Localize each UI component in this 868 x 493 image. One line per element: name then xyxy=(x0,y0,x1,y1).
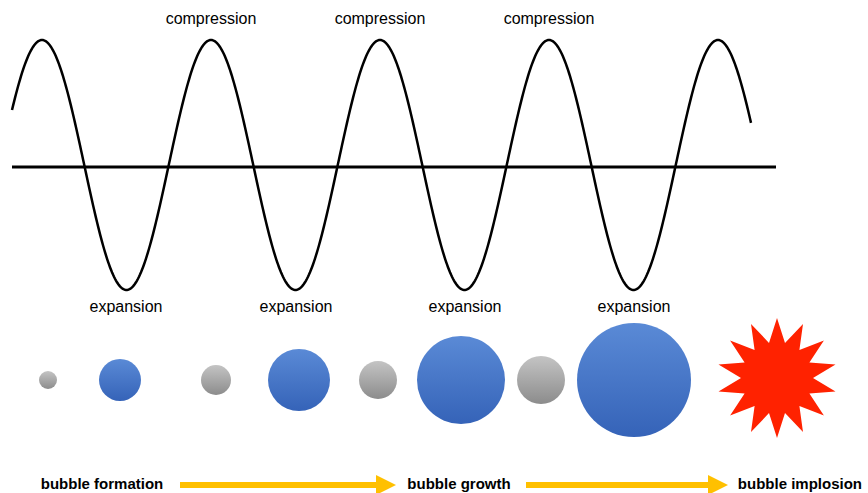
bubble xyxy=(577,323,691,437)
bubble xyxy=(201,365,231,395)
phase-label: expansion xyxy=(598,298,671,316)
bubble-row xyxy=(39,323,691,437)
phase-label: expansion xyxy=(260,298,333,316)
phase-label: expansion xyxy=(429,298,502,316)
phase-label: compression xyxy=(504,10,595,28)
stage-label: bubble implosion xyxy=(738,476,862,493)
bubble xyxy=(99,359,141,401)
bubble xyxy=(39,371,57,389)
sound-wave xyxy=(12,40,751,290)
progress-arrow xyxy=(526,475,728,493)
stage-label: bubble formation xyxy=(41,476,164,493)
bubble xyxy=(517,356,565,404)
progress-arrow xyxy=(180,475,396,493)
phase-label: compression xyxy=(335,10,426,28)
implosion-star xyxy=(719,318,836,438)
stage-label: bubble growth xyxy=(407,476,510,493)
bubble xyxy=(417,336,505,424)
bubble xyxy=(268,349,330,411)
phase-label: compression xyxy=(166,10,257,28)
axis-line xyxy=(12,166,776,169)
phase-label: expansion xyxy=(90,298,163,316)
bubble xyxy=(359,361,397,399)
